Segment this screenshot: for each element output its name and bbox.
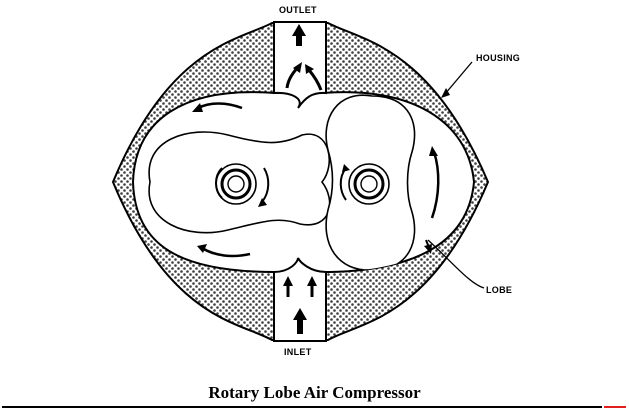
- bottom-rule: [2, 406, 602, 408]
- housing-label: HOUSING: [476, 53, 521, 63]
- figure-caption: Rotary Lobe Air Compressor: [208, 383, 421, 402]
- outlet-arrows: [285, 24, 323, 91]
- inlet-arrows: [283, 276, 317, 334]
- outlet-label: OUTLET: [279, 5, 317, 15]
- housing-leader-tip: [441, 88, 450, 98]
- left-shaft: [215, 163, 257, 205]
- lobe-label: LOBE: [486, 285, 513, 295]
- inlet-label: INLET: [284, 347, 312, 357]
- rotation-arrows: [192, 102, 440, 258]
- red-accent-mark: [604, 406, 626, 408]
- right-shaft: [348, 163, 390, 205]
- lobe-leader: [427, 239, 485, 289]
- housing-leader: [444, 61, 473, 95]
